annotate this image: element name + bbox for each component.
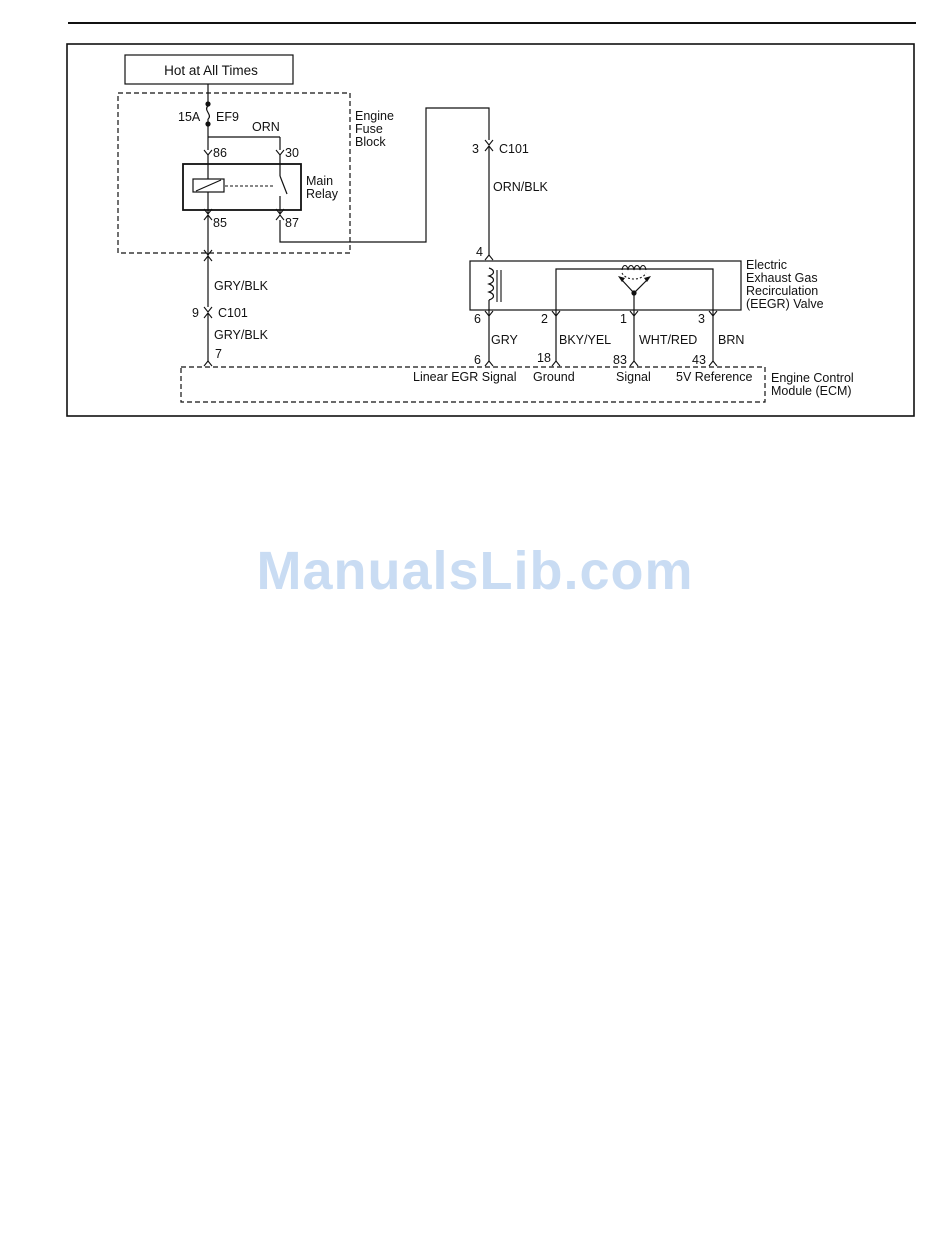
relay-pin-86: 86 xyxy=(213,146,227,160)
wire-label-gry: GRY xyxy=(491,333,519,347)
ecm-label-ground: Ground xyxy=(533,370,575,384)
relay-label: Main Relay xyxy=(306,174,339,201)
relay-pin-85: 85 xyxy=(213,216,227,230)
wire-label-brn: BRN xyxy=(718,333,744,347)
solenoid-coil-icon xyxy=(489,268,494,300)
valve-pin-2: 2 xyxy=(541,312,548,326)
right-connector-name: C101 xyxy=(499,142,529,156)
main-relay xyxy=(183,150,301,220)
power-source-label: Hot at All Times xyxy=(164,63,258,78)
wire-label-bky-yel: BKY/YEL xyxy=(559,333,611,347)
ecm-pin-7: 7 xyxy=(215,347,222,361)
right-harness-wire xyxy=(485,140,493,260)
header-rule xyxy=(68,22,916,24)
ecm-label-signal: Signal xyxy=(616,370,651,384)
left-wire-lower-label: GRY/BLK xyxy=(214,328,269,342)
ecm-pin-18: 18 xyxy=(537,351,551,365)
power-source-box: Hot at All Times xyxy=(125,55,293,84)
ecm-label-5v-reference: 5V Reference xyxy=(676,370,752,384)
ecm-pin-6: 6 xyxy=(474,353,481,367)
relay-switch xyxy=(280,176,287,194)
fuse-rating: 15A xyxy=(178,110,201,124)
left-wire-upper-label: GRY/BLK xyxy=(214,279,269,293)
ecm-label-linear-egr-signal: Linear EGR Signal xyxy=(413,370,517,384)
fuse-block-label: Engine Fuse Block xyxy=(355,109,397,149)
right-wire-label: ORN/BLK xyxy=(493,180,549,194)
right-connector-pin: 3 xyxy=(472,142,479,156)
watermark: ManualsLib.com xyxy=(0,540,950,602)
ecm-pin-83: 83 xyxy=(613,353,627,367)
wire-label-wht-red: WHT/RED xyxy=(639,333,697,347)
valve-pin-6: 6 xyxy=(474,312,481,326)
relay-pin-30: 30 xyxy=(285,146,299,160)
left-connector-pin: 9 xyxy=(192,306,199,320)
left-harness-wire xyxy=(204,215,212,366)
diagram-frame xyxy=(67,44,914,416)
wire-label-orn: ORN xyxy=(252,120,280,134)
eegr-valve xyxy=(470,261,741,317)
valve-pin-1: 1 xyxy=(620,312,627,326)
left-connector-name: C101 xyxy=(218,306,248,320)
valve-pin-3: 3 xyxy=(698,312,705,326)
fuse-ef9 xyxy=(205,84,210,127)
relay-pin-87: 87 xyxy=(285,216,299,230)
ecm-label: Engine Control Module (ECM) xyxy=(771,371,857,398)
ecm-pin-43: 43 xyxy=(692,353,706,367)
eegr-valve-label: Electric Exhaust Gas Recirculation (EEGR… xyxy=(746,258,824,311)
valve-pin-4: 4 xyxy=(476,245,483,259)
fuse-name: EF9 xyxy=(216,110,239,124)
